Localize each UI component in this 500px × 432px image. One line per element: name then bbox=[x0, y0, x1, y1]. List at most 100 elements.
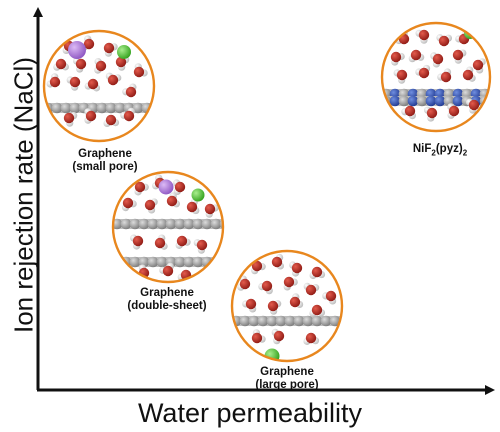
carbon-atom bbox=[113, 256, 114, 268]
water-molecule bbox=[204, 203, 219, 218]
water-molecule bbox=[242, 298, 257, 313]
water-molecule bbox=[283, 276, 298, 291]
oxygen-atom bbox=[440, 71, 452, 83]
water-molecule bbox=[424, 106, 438, 122]
carbon-atom bbox=[96, 102, 108, 114]
carbon-atom bbox=[284, 315, 296, 327]
carbon-atom bbox=[293, 315, 305, 327]
carbon-atom bbox=[329, 315, 341, 327]
water-molecule bbox=[447, 103, 460, 119]
oxygen-atom bbox=[83, 38, 95, 50]
carbon-atom bbox=[105, 102, 117, 114]
water-molecule bbox=[415, 29, 430, 44]
carbon-atom bbox=[156, 218, 168, 230]
oxygen-atom bbox=[325, 290, 337, 302]
water-molecule bbox=[130, 234, 144, 250]
water-molecule bbox=[94, 58, 107, 74]
graphene-sheet bbox=[113, 218, 223, 230]
oxygen-atom bbox=[133, 66, 145, 78]
oxygen-atom bbox=[448, 105, 460, 117]
membrane-nif2-pyz2 bbox=[380, 21, 492, 133]
carbon-atom bbox=[147, 256, 159, 268]
caption-graphene-large-pore: Graphene (large pore) bbox=[227, 366, 347, 392]
oxygen-atom bbox=[472, 59, 484, 71]
oxygen-atom bbox=[390, 51, 402, 63]
oxygen-atom bbox=[87, 78, 99, 90]
lattice-atom bbox=[434, 95, 446, 107]
oxygen-atom bbox=[63, 112, 75, 124]
lattice-atom bbox=[382, 95, 383, 107]
oxygen-atom bbox=[283, 276, 295, 288]
oxygen-atom bbox=[289, 296, 301, 308]
oxygen-atom bbox=[69, 76, 81, 88]
lattice-atom bbox=[452, 95, 464, 107]
oxygen-atom bbox=[134, 181, 146, 193]
caption-detail: (double-sheet) bbox=[127, 300, 207, 312]
water-molecule bbox=[289, 261, 303, 277]
oxygen-atom bbox=[404, 105, 416, 117]
oxygen-atom bbox=[396, 69, 408, 81]
oxygen-atom bbox=[166, 195, 178, 207]
oxygen-atom bbox=[311, 266, 323, 278]
water-molecule bbox=[466, 98, 480, 114]
carbon-atom bbox=[239, 315, 251, 327]
lattice-atom bbox=[425, 95, 437, 107]
water-molecule bbox=[472, 58, 486, 74]
oxygen-atom bbox=[85, 110, 97, 122]
carbon-atom bbox=[156, 256, 168, 268]
oxygen-atom bbox=[261, 280, 273, 292]
oxygen-atom bbox=[105, 114, 117, 126]
carbon-atom bbox=[183, 256, 195, 268]
carbon-atom bbox=[138, 218, 150, 230]
caption-nif2-pyz2: NiF2(pyz)2 bbox=[380, 143, 500, 159]
oxygen-atom bbox=[196, 239, 208, 251]
oxygen-atom bbox=[418, 29, 430, 41]
membrane-graphene-double-sheet bbox=[111, 170, 225, 284]
oxygen-atom bbox=[115, 56, 127, 68]
oxygen-atom bbox=[251, 332, 263, 344]
carbon-atom bbox=[232, 315, 233, 327]
water-molecule bbox=[390, 51, 405, 66]
carbon-atom bbox=[266, 315, 278, 327]
carbon-atom bbox=[248, 315, 260, 327]
water-molecule bbox=[267, 300, 282, 315]
circle-border bbox=[42, 29, 156, 143]
caption-formula: NiF2(pyz)2 bbox=[412, 143, 468, 158]
water-molecule bbox=[103, 114, 120, 128]
membrane-graphene-large-pore bbox=[230, 249, 344, 363]
water-molecule bbox=[271, 253, 284, 270]
water-molecule bbox=[401, 105, 416, 120]
water-molecule bbox=[159, 262, 174, 277]
carbon-atom bbox=[320, 315, 332, 327]
carbon-atom bbox=[219, 218, 223, 230]
oxygen-atom bbox=[305, 284, 317, 296]
water-molecule bbox=[193, 239, 208, 254]
carbon-atom bbox=[275, 315, 287, 327]
oxygen-atom bbox=[438, 35, 450, 47]
water-molecule bbox=[452, 49, 467, 64]
lattice-atom bbox=[389, 95, 401, 107]
circle-contents bbox=[382, 27, 490, 122]
caption-detail: (large pore) bbox=[255, 379, 319, 391]
water-molecule bbox=[309, 304, 326, 317]
carbon-atom bbox=[129, 256, 141, 268]
water-molecule bbox=[258, 280, 273, 295]
water-molecule bbox=[436, 34, 452, 47]
caption-name: Graphene bbox=[78, 148, 132, 160]
oxygen-atom bbox=[107, 74, 119, 86]
oxygen-atom bbox=[122, 197, 134, 209]
oxygen-atom bbox=[186, 201, 198, 213]
oxygen-atom bbox=[123, 110, 135, 122]
oxygen-atom bbox=[174, 181, 186, 193]
carbon-atom bbox=[257, 315, 269, 327]
oxygen-atom bbox=[251, 260, 263, 272]
caption-graphene-small-pore: Graphene (small pore) bbox=[45, 148, 165, 174]
water-molecule bbox=[303, 332, 320, 345]
water-molecule bbox=[166, 192, 180, 208]
carbon-atom bbox=[311, 315, 323, 327]
caption-name: Graphene bbox=[260, 366, 314, 378]
water-molecule bbox=[53, 58, 69, 71]
lattice-atom bbox=[416, 95, 428, 107]
circle-border bbox=[111, 170, 225, 284]
